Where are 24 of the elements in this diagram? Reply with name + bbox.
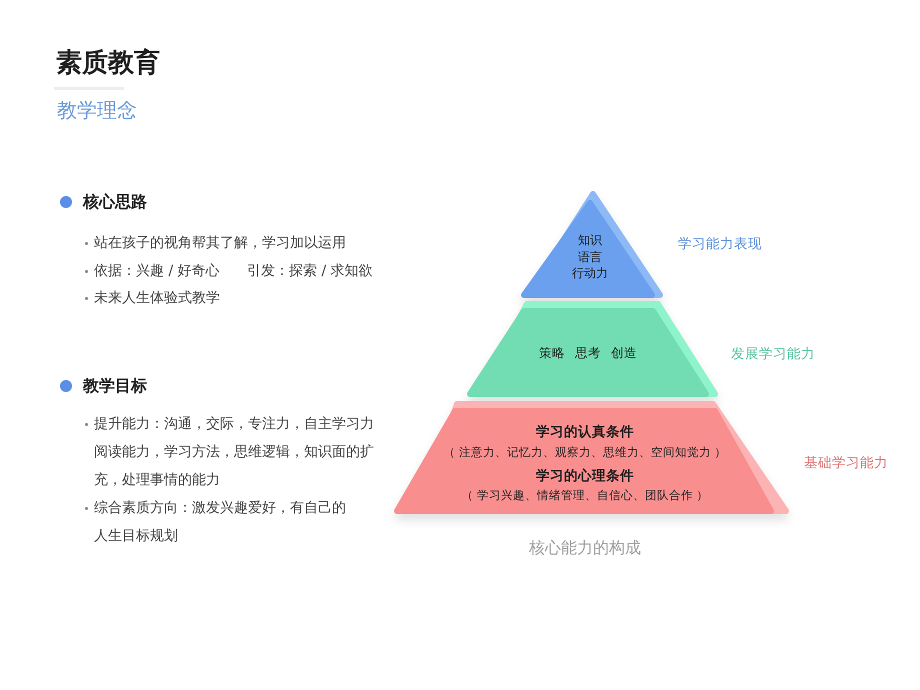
pyramid-tier — [466, 301, 718, 399]
tier-text: 行动力 — [572, 265, 608, 281]
bullet-text: 站在孩子的视角帮其了解，学习加以运用 — [94, 234, 346, 253]
pyramid-tier — [518, 188, 664, 299]
tier-text: （ 学习兴趣、情绪管理、自信心、团队合作 ） — [461, 487, 709, 503]
bullet-text: 引发：探索 / 求知欲 — [247, 262, 373, 281]
section-heading: 教学目标 — [83, 375, 147, 397]
subtitle: 教学理念 — [57, 97, 137, 124]
tier-heading: 学习的认真条件 — [536, 423, 634, 441]
tier-heading: 学习的心理条件 — [536, 467, 634, 485]
tier-text: 知识 — [578, 232, 602, 248]
tier-text: （ 注意力、记忆力、观察力、思维力、空间知觉力 ） — [443, 444, 727, 460]
figure-caption: 核心能力的构成 — [529, 538, 641, 558]
side-label: 基础学习能力 — [804, 454, 888, 472]
bullet-text: 提升能力：沟通，交际，专注力，自主学习力阅读能力，学习方法，思维逻辑，知识面的扩充，处理事情的能力 — [94, 415, 375, 490]
side-label: 学习能力表现 — [678, 235, 762, 253]
side-label: 发展学习能力 — [731, 345, 815, 363]
bullet-text: 未来人生体验式教学 — [94, 289, 220, 308]
tier-text: 语言 — [578, 249, 602, 265]
bullet-text: 依据：兴趣 / 好奇心 — [94, 262, 220, 281]
page-title: 素质教育 — [56, 47, 160, 80]
tier-text: 策略 思考 创造 — [539, 345, 637, 361]
bullet-text: 综合素质方向：激发兴趣爱好，有自己的人生目标规划 — [94, 499, 347, 546]
section-heading: 核心思路 — [83, 191, 147, 213]
